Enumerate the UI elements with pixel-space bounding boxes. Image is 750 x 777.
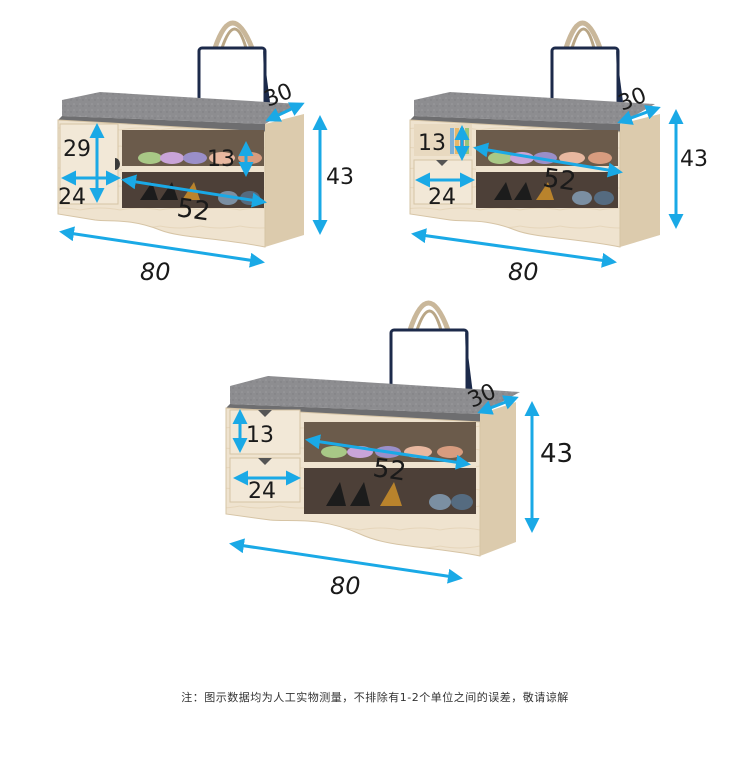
handbag [550, 20, 624, 116]
shoes-row-lower [326, 482, 473, 510]
width-label: 80 [140, 258, 171, 286]
drawer-width-label: 24 [428, 185, 456, 210]
inner-width-label: 52 [371, 453, 408, 487]
inner-width-label: 52 [175, 193, 212, 227]
door-height-label: 29 [63, 137, 91, 162]
bench-door: 80 30 43 52 13 29 24 [57, 20, 354, 286]
dimension-arrows [59, 102, 328, 268]
shelf-height-label: 13 [207, 147, 235, 172]
drawer-height-label: 13 [246, 423, 274, 448]
dimension-arrows [229, 395, 540, 584]
handbag [197, 20, 271, 116]
shoes-row-upper [138, 152, 262, 164]
measurement-note: 注：图示数据均为人工实物测量，不排除有1-2个单位之间的误差，敬请谅解 [181, 691, 569, 704]
width-label: 80 [330, 572, 361, 600]
top-cell-height-label: 13 [418, 131, 446, 156]
dimension-arrows [411, 105, 684, 268]
shoes-row-lower [494, 182, 614, 205]
drawer-width-label: 24 [248, 479, 276, 504]
height-label: 43 [540, 439, 573, 469]
width-label: 80 [508, 258, 539, 286]
bench-drawer-shelf: 80 30 43 52 13 24 [409, 20, 708, 286]
height-label: 43 [326, 165, 354, 190]
height-label: 43 [680, 147, 708, 172]
handbag [389, 300, 473, 402]
bench-two-drawers: 80 30 43 52 13 24 [225, 300, 573, 600]
inner-width-label: 52 [541, 163, 578, 197]
door-width-label: 24 [58, 185, 86, 210]
